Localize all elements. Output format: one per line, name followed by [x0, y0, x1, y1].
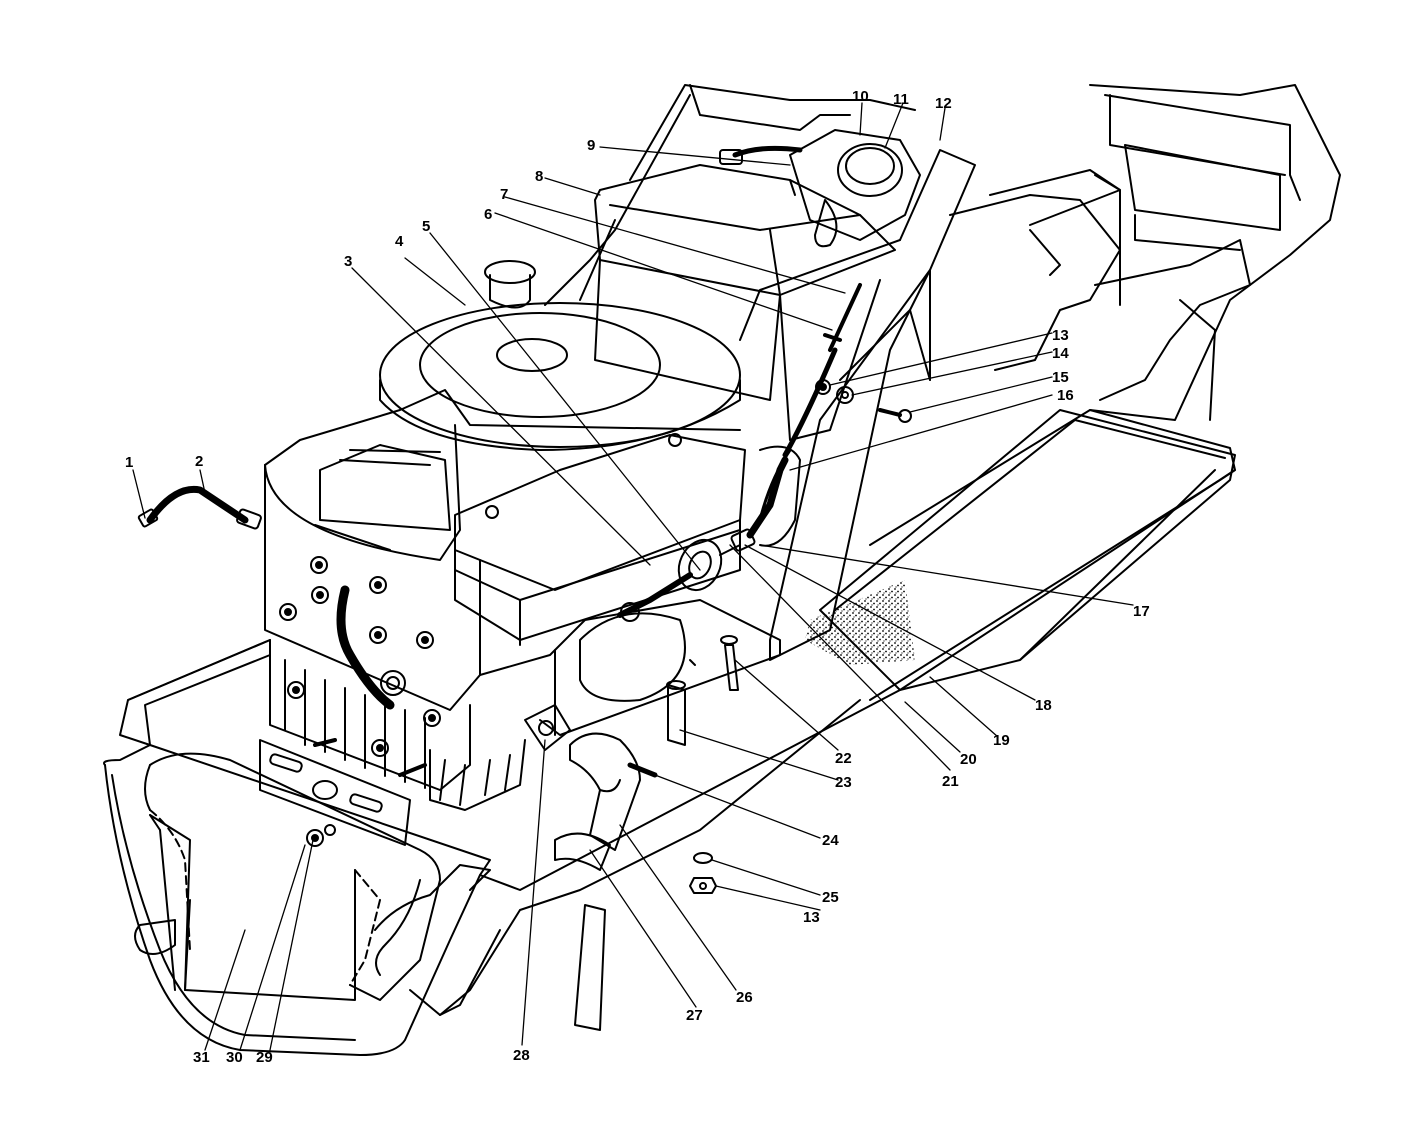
callout-29: 29	[256, 1049, 273, 1066]
callout-25: 25	[822, 889, 839, 906]
bolt-spacer	[666, 635, 739, 746]
fuel-tank	[594, 129, 921, 441]
callout-22: 22	[835, 750, 852, 767]
callout-18: 18	[1035, 697, 1052, 714]
callout-23: 23	[835, 774, 852, 791]
rear-body	[949, 84, 1341, 421]
hood	[544, 84, 916, 306]
exhaust-system	[134, 704, 658, 1001]
callout-9: 9	[587, 137, 595, 154]
leader-lines	[132, 102, 1134, 1051]
callout-17: 17	[1133, 603, 1150, 620]
callout-10: 10	[852, 88, 869, 105]
callout-30: 30	[226, 1049, 243, 1066]
callout-26: 26	[736, 989, 753, 1006]
chassis-frame	[103, 409, 1236, 1056]
callout-31: 31	[193, 1049, 210, 1066]
callout-8: 8	[535, 168, 543, 185]
callout-24: 24	[822, 832, 839, 849]
callouts: 1 2 3 4 5 6 7 8 9 10 11 12 13 14 15 16 1…	[125, 88, 1150, 1066]
floor-mat-stipple	[805, 580, 915, 665]
panel-hardware	[815, 333, 912, 423]
callout-15: 15	[1052, 369, 1069, 386]
callout-27: 27	[686, 1007, 703, 1024]
callout-3: 3	[344, 253, 352, 270]
callout-21: 21	[942, 773, 959, 790]
callout-20: 20	[960, 751, 977, 768]
callout-5: 5	[422, 218, 430, 235]
callout-13a: 13	[1052, 327, 1069, 344]
callout-1: 1	[125, 454, 133, 471]
callout-7: 7	[500, 186, 508, 203]
fuel-hose-left	[137, 485, 262, 530]
callout-14: 14	[1052, 345, 1069, 362]
callout-4: 4	[395, 233, 404, 250]
callout-6: 6	[484, 206, 492, 223]
callout-28: 28	[513, 1047, 530, 1064]
callout-12: 12	[935, 95, 952, 112]
dash-panel	[739, 149, 976, 661]
fuel-system	[617, 283, 862, 622]
loose-hardware	[689, 852, 717, 894]
callout-16: 16	[1057, 387, 1074, 404]
engine	[259, 260, 781, 846]
callout-2: 2	[195, 453, 203, 470]
callout-11: 11	[893, 91, 909, 108]
callout-13b: 13	[803, 909, 820, 926]
callout-19: 19	[993, 732, 1010, 749]
